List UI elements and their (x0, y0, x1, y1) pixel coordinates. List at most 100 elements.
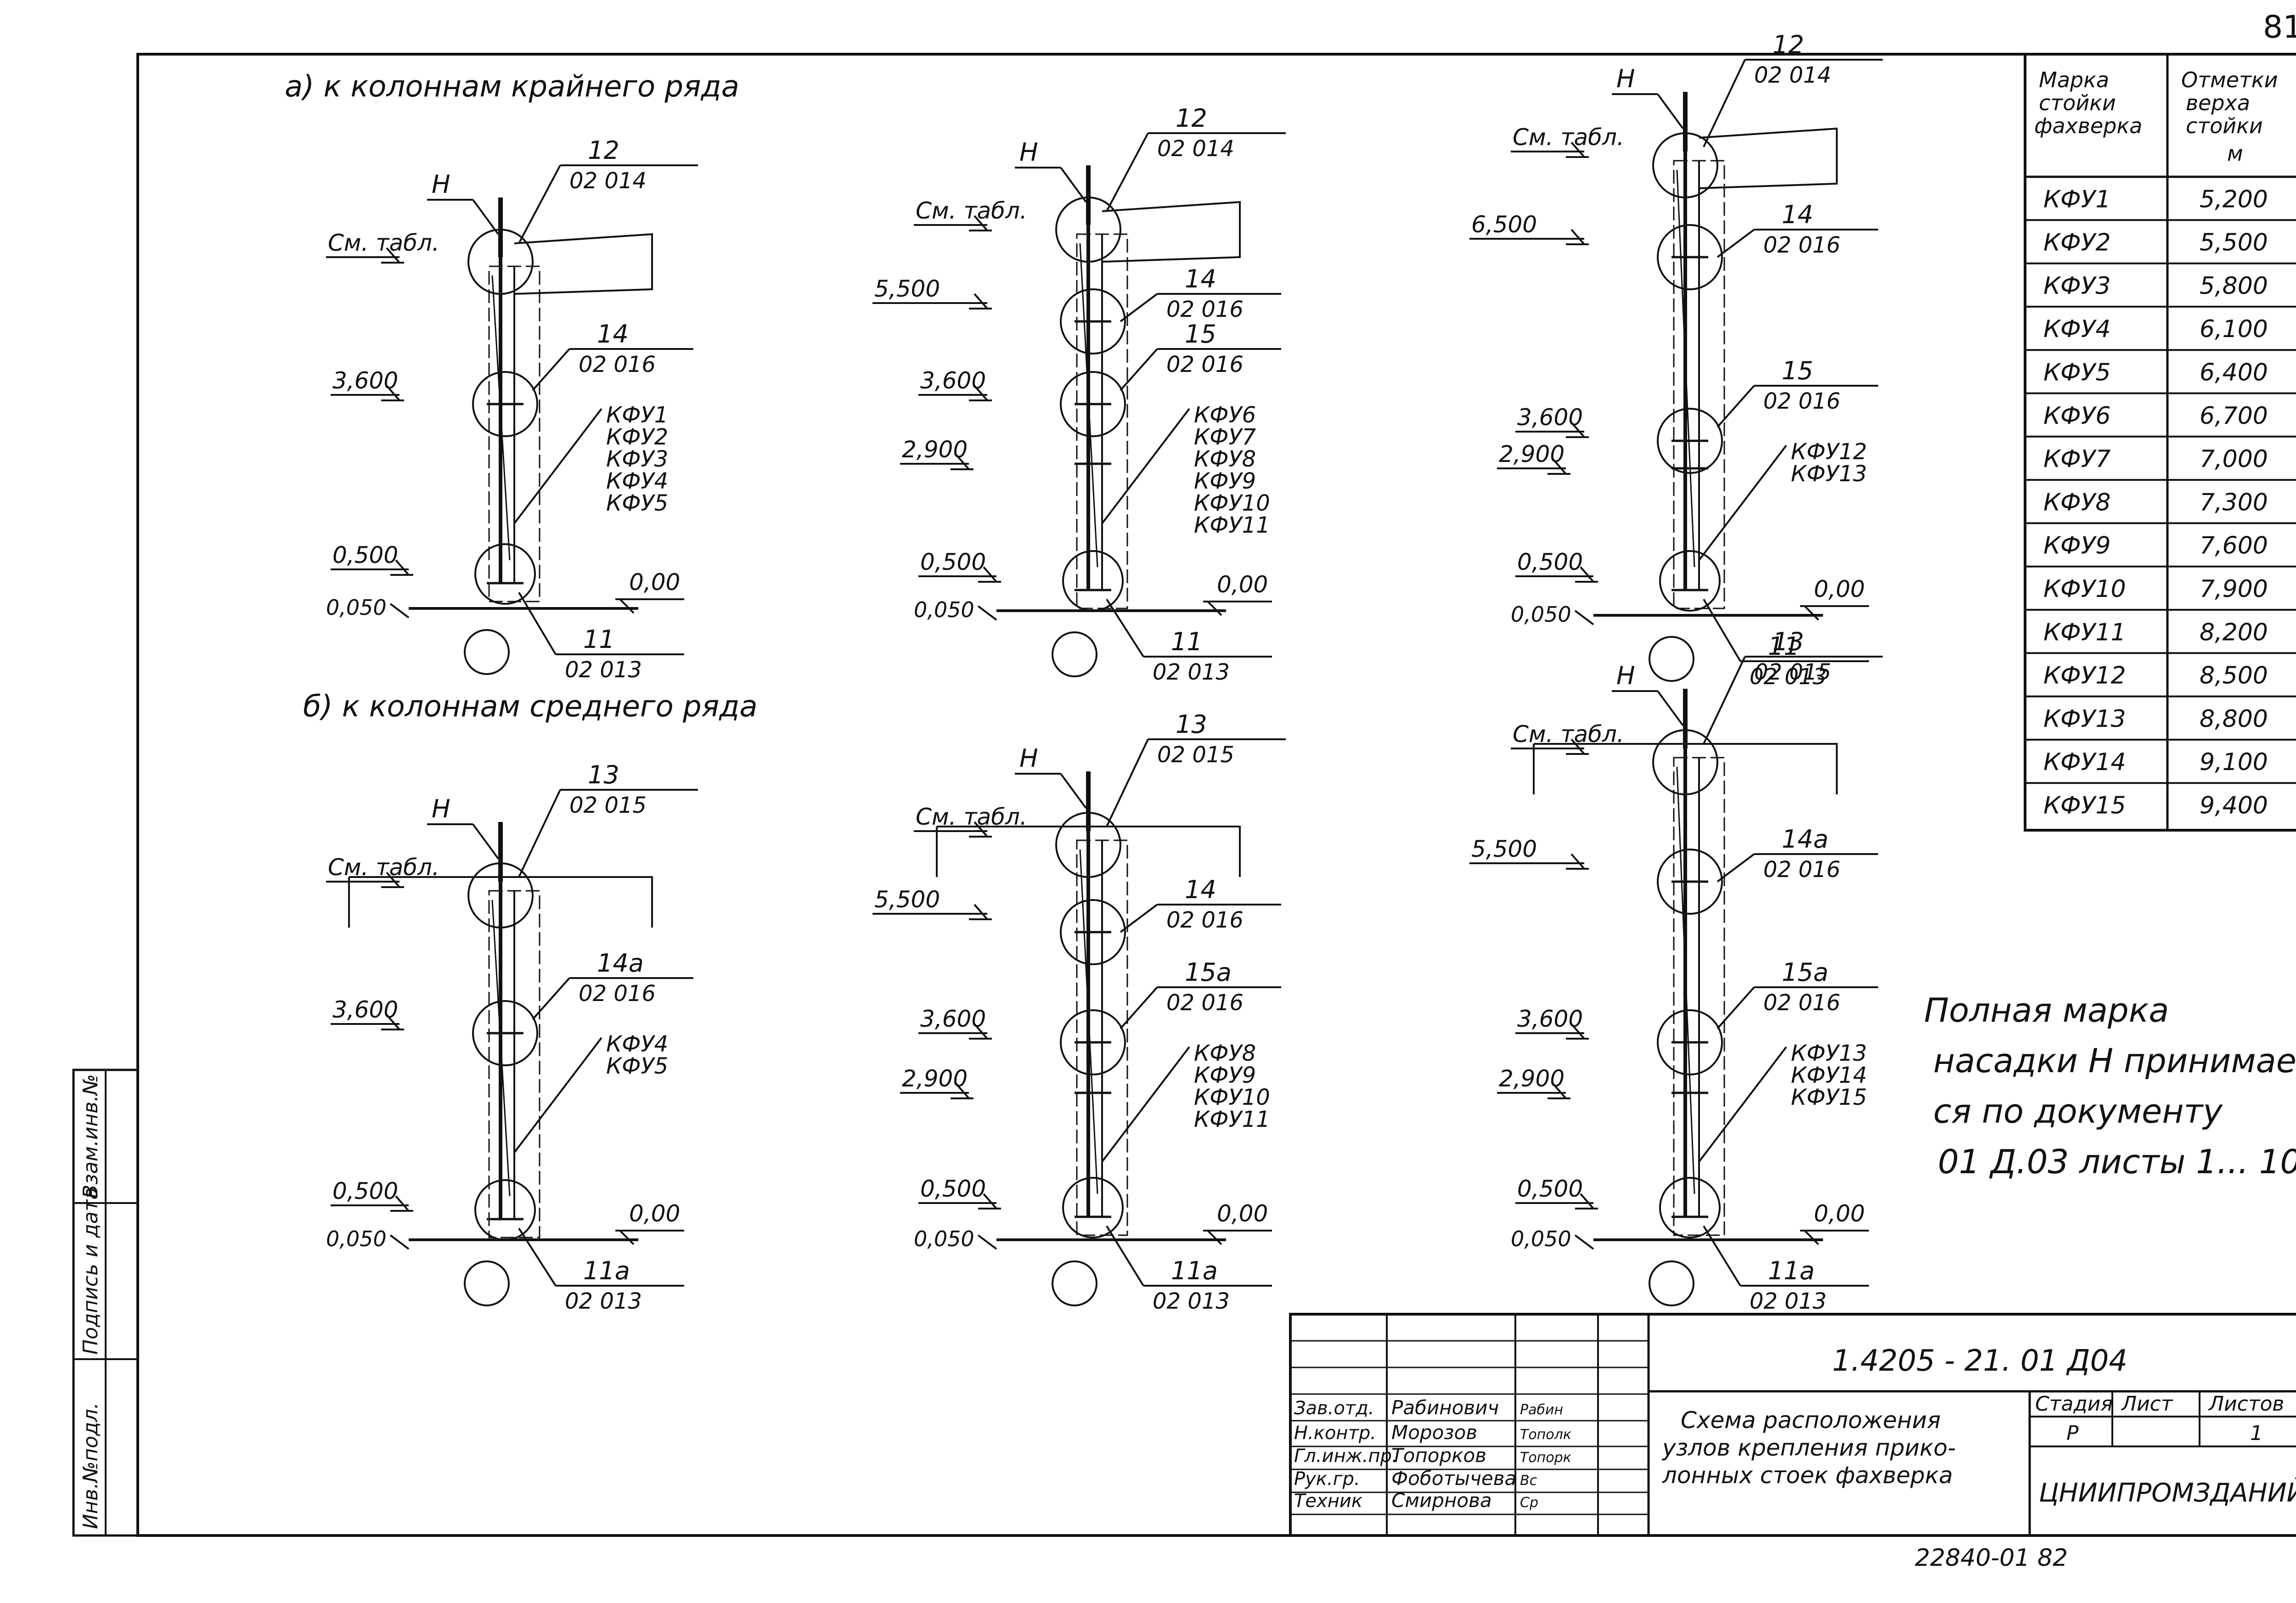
node-top-circle (1652, 729, 1718, 795)
level-0050-tick (389, 603, 410, 619)
mark-label: КФУ3 (606, 446, 668, 472)
marks-table-mark: КФУ6 (2043, 402, 2110, 430)
node-mid-circle (1060, 1009, 1126, 1075)
level-mid2: 2,900 (902, 1065, 968, 1092)
mark-label: КФУ1 (606, 402, 668, 428)
mark-label: КФУ13 (1791, 1041, 1867, 1066)
level-see-table: См. табл. (916, 197, 1027, 224)
callout-top-num: 13 (1176, 710, 1207, 739)
title-block-frame (1289, 1313, 2296, 1537)
level-0050-tick (977, 605, 997, 621)
foundation-circle (1649, 1260, 1694, 1306)
callout-top-num: 12 (1176, 104, 1207, 133)
level-upper: 5,500 (874, 276, 940, 302)
level-see-table: См. табл. (1513, 721, 1624, 748)
level-see-table-tick (386, 247, 400, 264)
node-bottom-circle (474, 1179, 536, 1241)
level-000-tick (1207, 601, 1222, 616)
side-stamp-replace: Взам.инв.№ (79, 1074, 102, 1198)
marks-table-mark: КФУ15 (2043, 792, 2126, 820)
level-upper-tick (1570, 853, 1585, 870)
node-bottom-circle (1062, 550, 1124, 612)
marks-table-head2-l3: стойки (2186, 113, 2263, 138)
marks-table-mark: КФУ13 (2043, 705, 2126, 733)
mark-label: КФУ11 (1194, 1107, 1270, 1132)
organization: ЦНИИПРОМЗДАНИЙ (2039, 1478, 2296, 1508)
mark-label: КФУ14 (1791, 1063, 1867, 1088)
h-label: Н (432, 170, 450, 199)
marks-table-mark: КФУ1 (2043, 186, 2110, 213)
callout-bottom-leader (518, 591, 557, 655)
marks-table-level: 7,000 (2200, 445, 2268, 473)
level-0500: 0,500 (920, 1176, 986, 1202)
level-000-tick (619, 1230, 635, 1245)
callout-top-code: 02 015 (1157, 742, 1234, 768)
level-mid1: 3,600 (332, 996, 398, 1023)
callout-bottom-code: 02 013 (1153, 1288, 1230, 1314)
callout-upper-code: 02 016 (1166, 297, 1244, 322)
callout-upper-code: 02 016 (1763, 857, 1840, 883)
level-000: 0,00 (1217, 571, 1268, 598)
level-see-table: См. табл. (916, 804, 1027, 830)
callout-bottom-leader (1106, 598, 1144, 658)
mark-label: КФУ13 (1791, 461, 1867, 487)
callout-mid-num: 15 (1185, 320, 1216, 349)
foundation-circle (1052, 631, 1097, 677)
marks-leader (1101, 1046, 1190, 1163)
callout-top-num: 13 (588, 760, 619, 789)
callout-bottom-leader (1703, 598, 1741, 662)
callout-top-code: 02 015 (1754, 659, 1831, 685)
h-leader (1657, 690, 1684, 726)
node-bottom-circle (1659, 1177, 1721, 1238)
mark-label: КФУ15 (1791, 1085, 1867, 1110)
mark-label: КФУ12 (1791, 439, 1867, 465)
mark-label: КФУ11 (1194, 512, 1270, 538)
level-0050: 0,050 (914, 1226, 974, 1251)
callout-mid-leader (1120, 348, 1158, 391)
marks-leader (513, 1037, 602, 1153)
marks-table-head2-l4: м (2227, 141, 2243, 166)
level-mid2-tick (1552, 458, 1567, 475)
callout-top-leader (1703, 656, 1746, 744)
foundation-circle (464, 629, 510, 675)
level-0500-tick (1580, 566, 1594, 583)
tb-role: Гл.инж.пр. (1294, 1446, 1398, 1467)
level-mid2-tick (1552, 1083, 1567, 1099)
marks-table-head1-l1: Марка (2039, 67, 2109, 92)
level-000: 0,00 (1814, 576, 1865, 602)
callout-top-code: 02 014 (1754, 62, 1831, 88)
node-top-circle (1055, 812, 1121, 878)
callout-top-num: 12 (1773, 30, 1804, 59)
node-upper-circle (1657, 224, 1723, 290)
level-mid1-tick (386, 385, 400, 401)
level-0050: 0,050 (326, 1226, 387, 1251)
h-leader (472, 823, 499, 860)
callout-top-num: 12 (588, 136, 619, 165)
callout-upper-num: 14 (1782, 200, 1813, 229)
node-mid-circle (472, 371, 538, 437)
mark-label: КФУ8 (1194, 446, 1256, 472)
callout-mid-code: 02 016 (1166, 990, 1244, 1016)
callout-mid-leader (532, 977, 570, 1020)
level-mid1: 3,600 (920, 367, 986, 394)
callout-top-leader (1106, 133, 1149, 212)
callout-mid-code: 02 016 (579, 352, 656, 377)
marks-table-level: 5,500 (2200, 229, 2268, 257)
h-label: Н (432, 794, 450, 823)
tb-role: Техник (1294, 1491, 1362, 1512)
mark-label: КФУ10 (1194, 1085, 1270, 1110)
node-top-circle (1055, 197, 1121, 263)
tb-signature: Топорк (1520, 1450, 1571, 1466)
level-000: 0,00 (629, 1200, 680, 1227)
marks-table-level: 5,800 (2200, 272, 2268, 300)
tb-signature: Рабин (1520, 1402, 1563, 1418)
level-0050: 0,050 (1511, 1226, 1571, 1251)
marks-table: Марка стойки фахверка Отметки верха стой… (2024, 53, 2296, 832)
mark-label: КФУ4 (606, 468, 668, 494)
tb-name: Топорков (1391, 1444, 1486, 1467)
marks-table-head2-l2: верха (2186, 90, 2250, 115)
